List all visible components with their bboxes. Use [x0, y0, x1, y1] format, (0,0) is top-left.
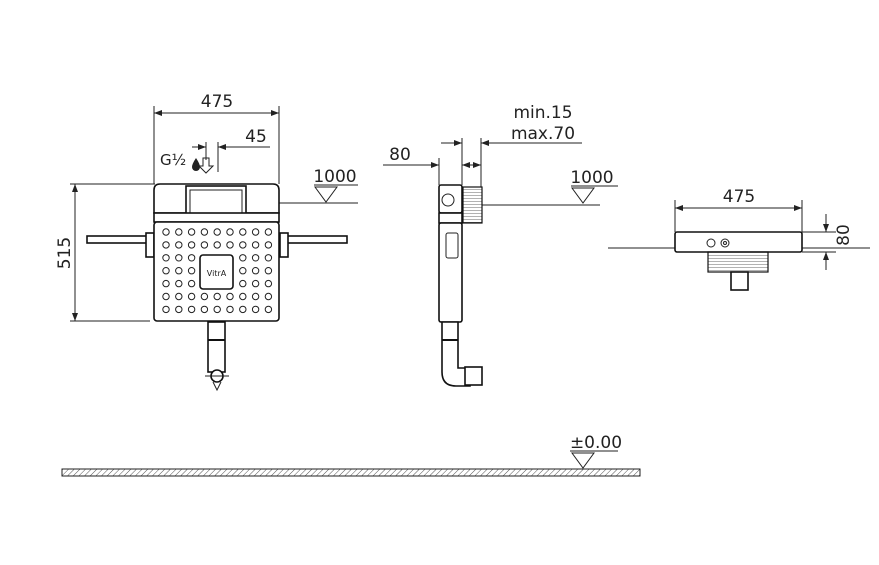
vent-hole	[175, 292, 183, 301]
vent-hole	[239, 279, 247, 288]
floor-level-label: ±0.00	[570, 433, 622, 453]
vent-hole	[251, 305, 260, 314]
vent-hole	[175, 279, 183, 288]
vent-hole	[264, 279, 273, 288]
right-bracket	[281, 235, 348, 244]
vent-hole	[213, 292, 221, 301]
vent-hole	[162, 279, 170, 288]
vent-hole	[213, 241, 221, 249]
vent-hole	[175, 241, 183, 249]
ribbed-connector	[462, 186, 483, 224]
vent-hole	[264, 254, 273, 262]
vent-hole	[239, 254, 247, 262]
side-view: 80 min.15 max.70 1000	[383, 103, 618, 387]
vent-hole	[162, 228, 170, 236]
front-view: 475 45 G½ 515 1000 VitrA	[55, 92, 358, 392]
depth-dimension-label: 80	[389, 145, 411, 165]
vent-hole	[200, 241, 209, 249]
vent-hole	[200, 228, 209, 236]
height-dimension-label: 515	[55, 237, 75, 269]
vent-hole	[239, 292, 247, 301]
cistern-side-body	[438, 222, 463, 323]
max-label: max.70	[511, 124, 575, 144]
water-drop-icon	[192, 158, 200, 171]
vent-hole	[251, 292, 260, 301]
vent-hole	[175, 305, 183, 314]
vent-hole	[251, 241, 260, 249]
vent-hole	[187, 254, 196, 262]
vent-hole	[162, 267, 170, 275]
vent-hole	[187, 279, 196, 288]
vent-hole	[187, 292, 196, 301]
vent-hole	[239, 267, 247, 275]
vent-hole	[239, 228, 247, 236]
level-marker-icon	[571, 452, 595, 469]
vent-hole	[213, 305, 221, 314]
vent-hole	[251, 228, 260, 236]
vent-hole	[226, 241, 234, 249]
logo-text: VitrA	[207, 269, 227, 278]
left-bracket	[86, 235, 152, 244]
vent-hole	[264, 292, 273, 301]
top-depth-label: 80	[834, 224, 854, 246]
width-dimension-label: 475	[201, 92, 233, 112]
flush-pipe	[207, 321, 226, 373]
vent-hole	[264, 228, 273, 236]
level-marker-icon	[314, 186, 338, 203]
vent-hole	[200, 292, 209, 301]
vent-hole	[175, 254, 183, 262]
vent-hole	[239, 241, 247, 249]
vent-hole	[264, 305, 273, 314]
level-label: 1000	[570, 168, 613, 188]
vent-hole	[226, 305, 234, 314]
vent-hole	[239, 305, 247, 314]
vent-hole	[187, 305, 196, 314]
min-label: min.15	[513, 103, 572, 123]
cistern-top-body	[674, 231, 803, 253]
vent-hole	[162, 241, 170, 249]
vent-hole	[162, 305, 170, 314]
vent-hole	[251, 254, 260, 262]
floor-line: ±0.00	[61, 433, 641, 477]
vent-hole	[264, 241, 273, 249]
vent-hole	[162, 254, 170, 262]
vent-hole	[226, 292, 234, 301]
vent-hole	[264, 267, 273, 275]
vent-hole	[200, 305, 209, 314]
level-label: 1000	[313, 167, 356, 187]
vent-hole	[213, 228, 221, 236]
vent-hole	[175, 267, 183, 275]
top-view: 475 80	[608, 187, 870, 291]
inlet-arrow-icon	[197, 157, 215, 174]
vent-hole	[251, 279, 260, 288]
top-width-label: 475	[723, 187, 755, 207]
offset-dimension-label: 45	[245, 127, 267, 147]
vent-hole	[187, 241, 196, 249]
level-marker-icon	[571, 187, 595, 204]
vent-hole	[187, 267, 196, 275]
vent-hole	[226, 228, 234, 236]
vent-hole	[162, 292, 170, 301]
hole-grid	[162, 228, 273, 314]
vent-hole	[251, 267, 260, 275]
logo-plate	[199, 254, 234, 290]
inlet-label: G½	[160, 151, 186, 169]
vent-hole	[175, 228, 183, 236]
vent-hole	[187, 228, 196, 236]
